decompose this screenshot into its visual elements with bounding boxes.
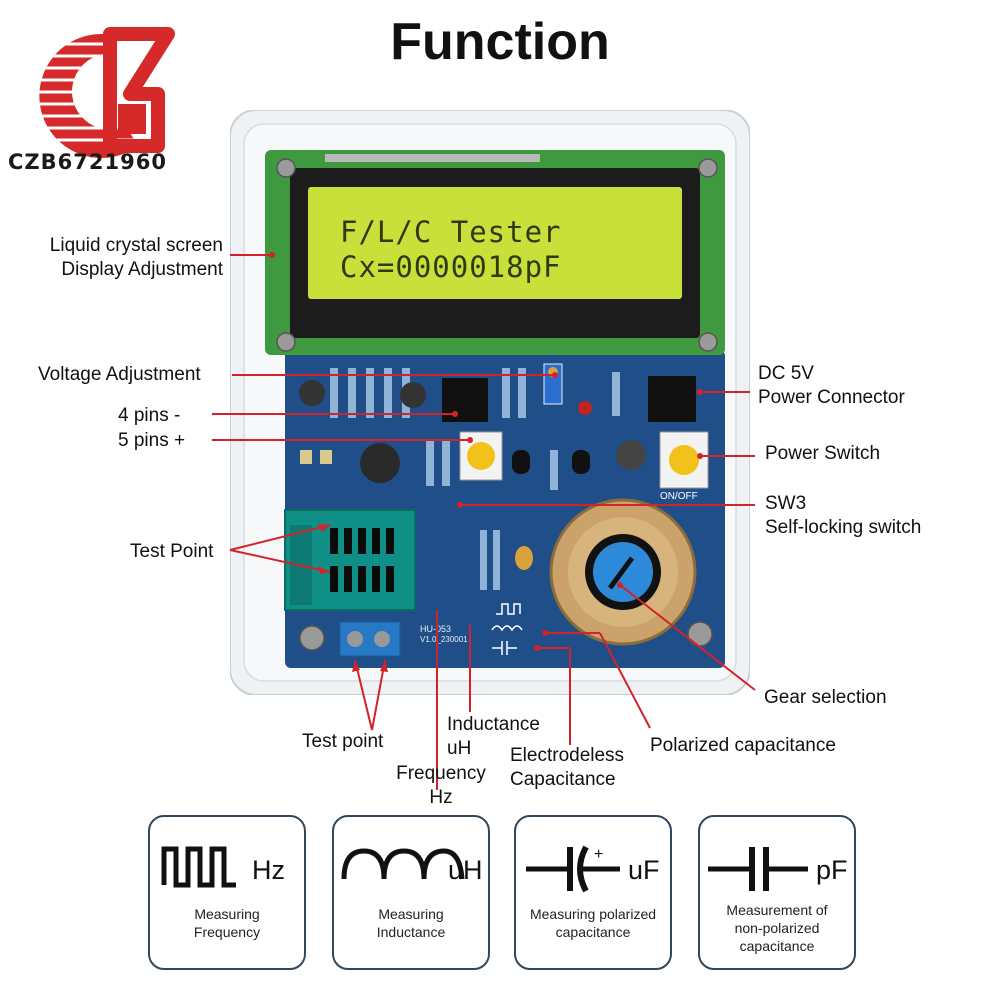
card-frequency: Hz Measuring Frequency (148, 815, 306, 970)
label-dc-line2: Power Connector (758, 387, 905, 408)
card-caption: Measuring Frequency (154, 905, 300, 941)
tester-device (230, 110, 750, 695)
label-lcd: Liquid crystal screen Display Adjustment (10, 234, 223, 282)
label-electrodeless-line1: Electrodeless (510, 745, 625, 766)
card-caption-line: non-polarized (734, 920, 820, 936)
coil-icon: uH (341, 848, 483, 885)
card-caption-line: Measuring polarized (529, 906, 657, 922)
card-caption-line: Frequency (193, 924, 261, 940)
lcd-line-1: F/L/C Tester (340, 215, 562, 249)
lcd-screen (308, 187, 682, 299)
label-pins-minus: 4 pins - (118, 405, 181, 426)
brand-text: CZB6721960 (8, 150, 167, 174)
label-lcd-line2: Display Adjustment (61, 259, 223, 280)
label-inductance-line1: Inductance (447, 714, 540, 735)
card-unit-uf: uF (628, 855, 660, 885)
plus-sign: + (594, 846, 603, 863)
card-unit-hz: Hz (252, 855, 285, 885)
card-caption: Measurement of non-polarized capacitance (704, 901, 850, 955)
polarized-capacitor-icon: + uF (526, 845, 660, 893)
label-frequency: Frequency Hz (385, 762, 497, 810)
label-dc-line1: DC 5V (758, 363, 814, 384)
label-power-switch: Power Switch (765, 443, 881, 464)
label-pins-plus: 5 pins + (118, 430, 186, 451)
card-caption-line: Inductance (376, 924, 446, 940)
card-caption-line: Measurement of (726, 902, 828, 918)
square-wave-icon: Hz (161, 846, 285, 888)
card-polarized: + uF Measuring polarized capacitance (514, 815, 672, 970)
label-dc: DC 5V Power Connector (758, 362, 905, 410)
card-caption-line: Measuring (194, 906, 260, 922)
card-unit-uh: uH (448, 855, 483, 885)
silk-onoff: ON/OFF (660, 491, 698, 502)
label-gear: Gear selection (764, 687, 887, 708)
label-sw3-line2: Self-locking switch (765, 517, 922, 538)
card-caption: Measuring polarized capacitance (520, 905, 666, 941)
card-caption-line: capacitance (555, 924, 631, 940)
page-title: Function (390, 13, 610, 71)
label-test-point: Test Point (130, 541, 214, 562)
silk-model: HU-053 (420, 624, 452, 634)
label-test-point-lower: Test point (302, 731, 384, 752)
label-inductance: Inductance uH (447, 713, 540, 761)
card-nonpolarized: pF Measurement of non-polarized capacita… (698, 815, 856, 970)
card-caption: Measuring Inductance (338, 905, 484, 941)
card-caption-line: Measuring (378, 906, 444, 922)
label-lcd-line1: Liquid crystal screen (49, 235, 223, 256)
brand-logo (39, 27, 175, 158)
label-polarized: Polarized capacitance (650, 735, 836, 756)
card-inductance: uH Measuring Inductance (332, 815, 490, 970)
label-inductance-line2: uH (447, 738, 472, 759)
label-frequency-line1: Frequency (396, 763, 486, 784)
label-sw3: SW3 Self-locking switch (765, 492, 921, 540)
card-caption-line: capacitance (739, 938, 815, 954)
card-unit-pf: pF (816, 855, 848, 885)
label-sw3-line1: SW3 (765, 493, 807, 514)
silk-version: V1.0_230001 (420, 635, 468, 644)
label-electrodeless: Electrodeless Capacitance (510, 744, 624, 792)
lcd-line-2: Cx=0000018pF (340, 250, 562, 284)
label-voltage: Voltage Adjustment (38, 364, 201, 385)
label-frequency-line2: Hz (429, 787, 453, 808)
label-electrodeless-line2: Capacitance (510, 769, 616, 790)
capacitor-icon: pF (708, 847, 848, 891)
